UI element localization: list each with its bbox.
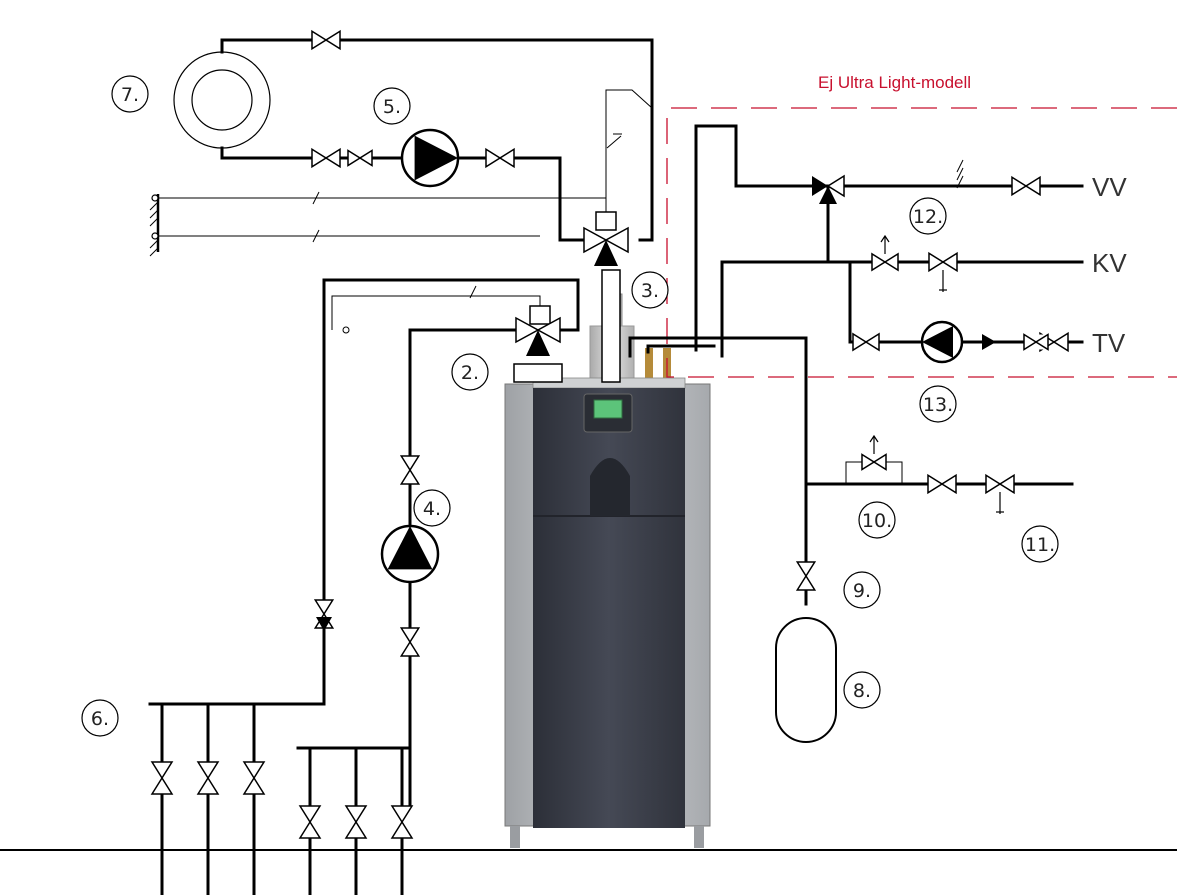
valve-symbol — [242, 761, 266, 795]
valve-symbol — [298, 805, 322, 839]
valve-symbol — [311, 147, 341, 169]
valve-symbol — [390, 805, 414, 839]
valve-symbol — [344, 805, 368, 839]
valve-symbol — [347, 149, 373, 167]
model-exclusion-note: Ej Ultra Light-modell — [818, 73, 971, 92]
callout-number: 5. — [373, 87, 411, 125]
circulation-pump-icon — [920, 320, 964, 364]
callout-label: 7. — [121, 84, 139, 106]
sensor-point — [151, 232, 159, 240]
callout-number: 6. — [81, 699, 119, 737]
valve-symbols — [150, 29, 1069, 839]
heating-manifolds — [148, 638, 412, 895]
valve-symbol — [1011, 175, 1041, 197]
callout-layer: 2. 3. 4. 5. 6. 7. 8. 9. 10. 11. 12. 13. — [81, 75, 1059, 737]
brass-connector — [645, 348, 653, 384]
callout-label: 11. — [1025, 534, 1055, 556]
valve-symbol — [1023, 333, 1049, 351]
circulation-pump-icon — [400, 128, 460, 188]
valve-symbol — [311, 29, 341, 51]
port-label-hot-water: VV — [1092, 172, 1127, 202]
valve-symbol — [852, 332, 880, 352]
valve-base — [513, 363, 563, 383]
valve-symbol — [871, 252, 899, 272]
callout-label: 2. — [461, 362, 479, 384]
valve-symbol — [928, 251, 958, 273]
callout-number: 8. — [843, 671, 881, 709]
valve-actuator — [529, 305, 551, 325]
mixing-valve-group-3 — [595, 89, 653, 383]
display-screen — [593, 399, 623, 419]
callout-label: 8. — [853, 680, 871, 702]
check-valve-symbol — [316, 617, 332, 631]
callout-label: 12. — [913, 206, 943, 228]
callout-label: 10. — [862, 510, 892, 532]
callout-number: 10. — [858, 501, 896, 539]
radiator-inner-ring — [191, 69, 253, 131]
valve-symbol — [399, 627, 421, 657]
callout-number: 13. — [919, 385, 957, 423]
callout-label: 6. — [91, 708, 109, 730]
circulation-pump-icon — [380, 524, 440, 584]
boiler-foot — [510, 826, 520, 848]
valve-symbol — [927, 473, 957, 495]
radiator-loop — [173, 38, 654, 242]
callout-number: 2. — [451, 353, 489, 391]
valve-actuator — [595, 211, 617, 231]
callout-label: 5. — [383, 96, 401, 118]
callout-label: 3. — [641, 280, 659, 302]
three-way-valve-symbol — [515, 316, 561, 356]
boiler-opening — [590, 458, 630, 516]
callout-label: 4. — [423, 498, 441, 520]
valve-symbol — [985, 473, 1015, 495]
callout-number: 3. — [631, 271, 669, 309]
callout-number: 12. — [909, 197, 947, 235]
valve-symbol — [196, 761, 220, 795]
boiler-foot — [694, 826, 704, 848]
port-label-circulation: TV — [1092, 328, 1126, 358]
valve-symbol — [485, 147, 515, 169]
ultra-light-boundary — [666, 107, 1177, 378]
expansion-vessel — [775, 617, 837, 743]
valve-symbol — [150, 761, 174, 795]
boiler-front — [533, 388, 685, 828]
pump-symbols — [380, 128, 964, 584]
valve-symbol — [861, 453, 887, 471]
callout-number: 9. — [843, 571, 881, 609]
boiler-unit — [504, 293, 711, 848]
flue-pipe-outline — [601, 269, 621, 383]
sensor-wiring — [149, 191, 606, 299]
callout-number: 4. — [413, 489, 451, 527]
three-way-valve-symbol — [583, 226, 629, 266]
callout-number: 7. — [111, 75, 149, 113]
port-label-cold-water: KV — [1092, 248, 1127, 278]
sensor-point — [342, 326, 350, 334]
check-valve-symbol — [982, 334, 996, 350]
callout-number: 11. — [1021, 525, 1059, 563]
diverter-valve-symbol — [812, 174, 845, 204]
valve-symbol — [795, 561, 817, 591]
valve-symbol — [399, 455, 421, 485]
callout-label: 13. — [923, 394, 953, 416]
callout-label: 9. — [853, 580, 871, 602]
sensor-point — [151, 194, 159, 202]
